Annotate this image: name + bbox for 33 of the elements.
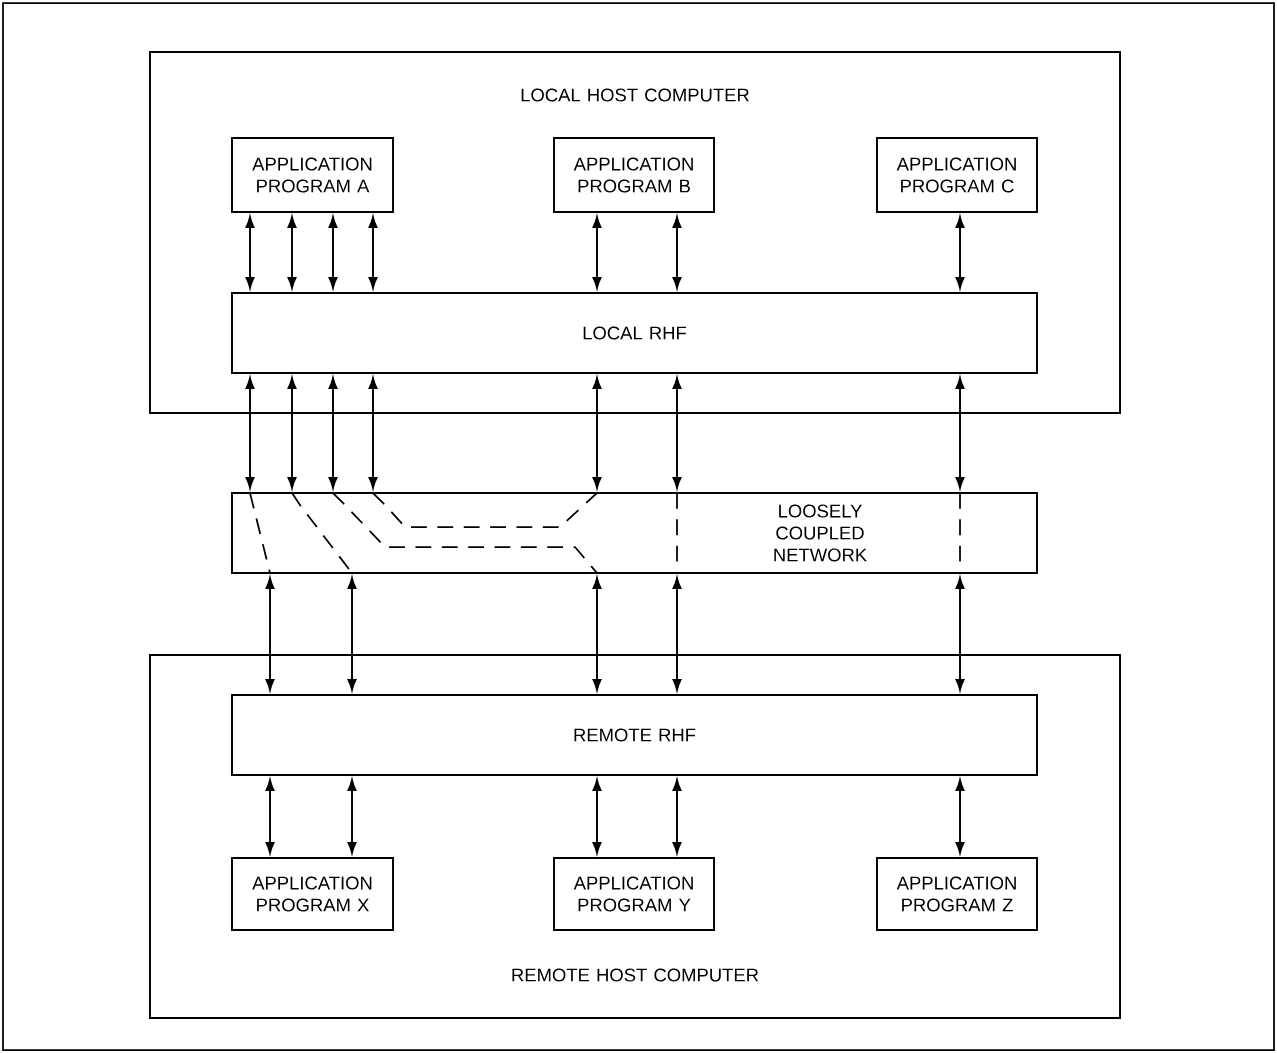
arrow	[328, 216, 338, 289]
arrow	[672, 216, 682, 289]
arrow	[368, 377, 378, 489]
arrow	[672, 779, 682, 854]
arrow	[955, 377, 965, 489]
arrow	[287, 377, 297, 489]
arrow	[672, 577, 682, 691]
arrow	[265, 779, 275, 854]
network-box: LOOSELY COUPLED NETWORK	[231, 492, 1038, 574]
arrow	[592, 377, 602, 489]
rhf-box: LOCAL RHF	[231, 292, 1038, 374]
arrow	[265, 577, 275, 691]
application-box: APPLICATION PROGRAM X	[231, 857, 394, 931]
application-box: APPLICATION PROGRAM B	[553, 137, 715, 213]
arrow	[245, 216, 255, 289]
arrow	[592, 216, 602, 289]
arrow	[955, 779, 965, 854]
arrow	[955, 216, 965, 289]
application-box: APPLICATION PROGRAM A	[231, 137, 394, 213]
arrow	[287, 216, 297, 289]
arrow	[592, 577, 602, 691]
arrow	[328, 377, 338, 489]
arrow	[955, 577, 965, 691]
arrow	[245, 377, 255, 489]
rhf-box: REMOTE RHF	[231, 694, 1038, 776]
arrow	[347, 577, 357, 691]
application-box: APPLICATION PROGRAM Z	[876, 857, 1038, 931]
application-box: APPLICATION PROGRAM Y	[553, 857, 715, 931]
arrow	[672, 377, 682, 489]
arrow	[368, 216, 378, 289]
arrow	[347, 779, 357, 854]
application-box: APPLICATION PROGRAM C	[876, 137, 1038, 213]
arrow	[592, 779, 602, 854]
